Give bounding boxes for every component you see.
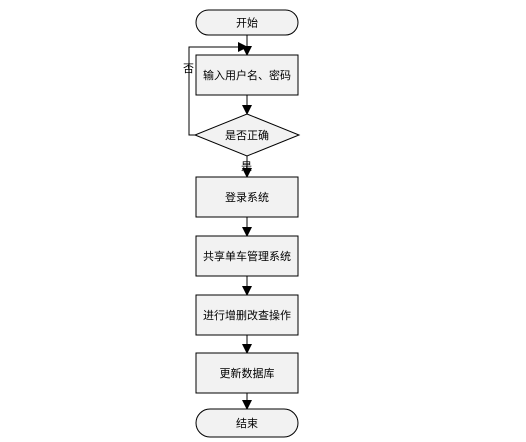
input-label: 输入用户名、密码 [203,68,291,82]
node-login: 登录系统 [195,176,299,218]
system-process-shape [195,235,299,277]
node-crud: 进行增删改查操作 [195,294,299,336]
end-label: 结束 [236,417,258,430]
start-terminator-shape [195,9,299,36]
crud-label: 进行增删改查操作 [203,308,291,322]
login-process-shape [195,176,299,218]
node-system: 共享单车管理系统 [195,235,299,277]
check-decision-shape [193,113,301,157]
crud-process-shape [195,294,299,336]
node-check: 是否正确 [193,113,301,157]
node-update: 更新数据库 [195,352,299,394]
start-label: 开始 [236,16,258,30]
edge-label-no: 否 [183,62,194,75]
end-terminator-shape [195,408,299,438]
check-label: 是否正确 [225,129,269,142]
edges [188,35,252,410]
node-end: 结束 [195,408,299,438]
update-process-shape [195,352,299,394]
input-process-shape [195,54,299,96]
edge-check-to-input-loop [188,42,248,136]
update-label: 更新数据库 [220,366,275,380]
edge-label-yes: 是 [241,160,252,173]
system-label: 共享单车管理系统 [203,249,291,263]
node-input: 输入用户名、密码 [195,54,299,96]
login-label: 登录系统 [225,190,269,204]
node-start: 开始 [195,9,299,36]
